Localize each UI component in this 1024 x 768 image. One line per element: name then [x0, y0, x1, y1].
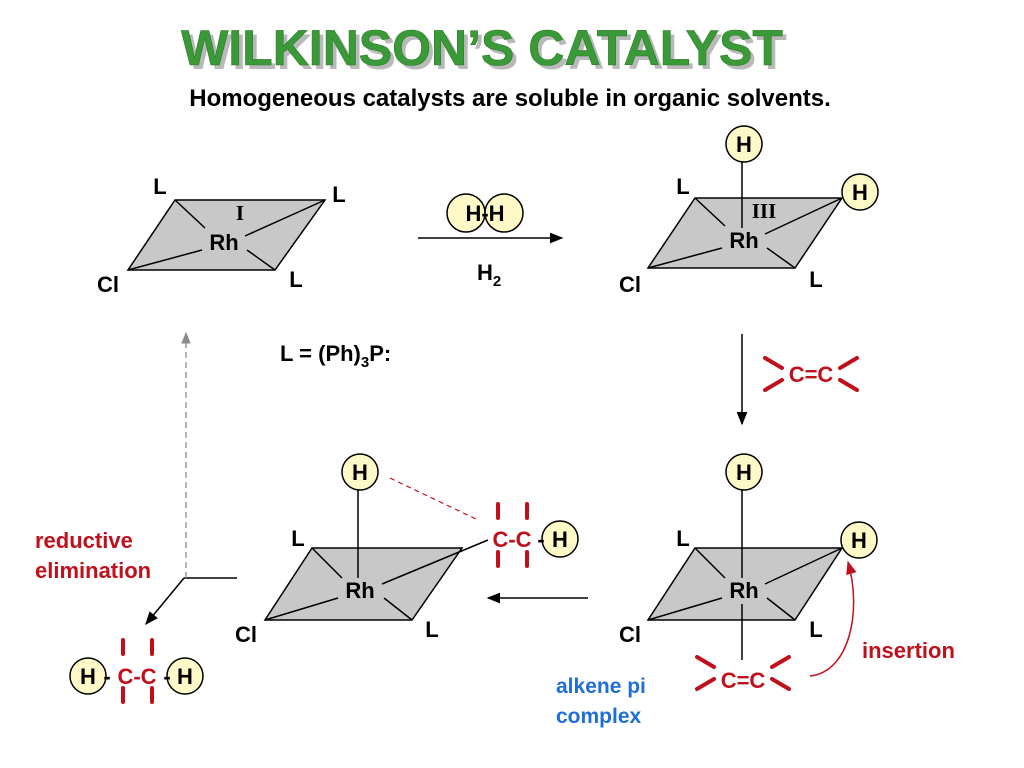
ligand-l: L	[332, 182, 345, 207]
alkene-substituent	[763, 356, 784, 370]
chloride: Cl	[97, 272, 119, 297]
hydride-h: H	[852, 180, 868, 205]
h-atom-circle	[725, 453, 763, 491]
h-atom-circle	[166, 657, 204, 695]
hydride-h: H	[736, 460, 752, 485]
bond-cl	[647, 247, 723, 269]
reductive-elimination-line1: reductive	[35, 528, 133, 553]
oxidation-state-iii: III	[752, 199, 777, 223]
hydride-h: H	[352, 460, 368, 485]
bond-l-tl	[694, 197, 726, 227]
h-h-molecule: H-H	[465, 201, 504, 226]
rh-atom: Rh	[209, 230, 238, 255]
ligand-l: L	[425, 617, 438, 642]
bond-alkyl	[381, 539, 489, 585]
ligand-l: L	[153, 174, 166, 199]
oxidation-state-i: I	[236, 201, 244, 225]
bond-cl	[264, 597, 339, 621]
alkene-substituent	[695, 677, 716, 691]
bond-l-tl	[311, 547, 343, 579]
complex-alkene-pi: Rh H H L L Cl C=C	[619, 453, 878, 693]
insertion-arrow	[809, 560, 857, 677]
h-atom-circle	[69, 657, 107, 695]
ligand-l: L	[676, 526, 689, 551]
chloride: Cl	[619, 272, 641, 297]
alkene-substituent	[763, 378, 784, 392]
alkyl-bond-dash: -	[537, 527, 544, 552]
ligand-definition: L = (Ph)3P:	[280, 341, 391, 371]
bond-h-eq	[764, 197, 843, 235]
alkene-substituent	[695, 655, 716, 669]
alkene-label: C=C	[789, 362, 834, 387]
product-h-left: H	[80, 664, 96, 689]
bond-cl	[647, 597, 723, 621]
complex-rh-i: Rh I L L L Cl	[97, 174, 346, 297]
chloride: Cl	[619, 622, 641, 647]
product-cc: C-C	[117, 664, 156, 689]
product-alkane: H - C-C - H	[69, 638, 204, 704]
alkene-reagent: C=C	[763, 356, 859, 392]
ligand-l: L	[291, 526, 304, 551]
insertion-label: insertion	[862, 638, 955, 663]
pi-complex-label-line2: complex	[556, 705, 642, 728]
bound-alkene-label: C=C	[721, 668, 766, 693]
complex-rh-iii: Rh III H H L L Cl	[619, 125, 879, 297]
alkyl-h: H	[552, 527, 568, 552]
h-atom-circle	[840, 521, 878, 559]
ligand-l: L	[809, 267, 822, 292]
arrow-product	[145, 577, 185, 626]
product-h-right: H	[177, 664, 193, 689]
bond-l-tl	[174, 199, 206, 229]
h-atom-circle	[341, 453, 379, 491]
h2-reagent: H-H	[446, 193, 524, 233]
bond-l-br	[766, 247, 796, 269]
subtitle: Homogeneous catalysts are soluble in org…	[189, 85, 831, 112]
product-bond-dash: -	[163, 664, 170, 689]
bond-l-br	[246, 249, 276, 271]
title-shadow: WILKINSON’S CATALYST	[185, 24, 787, 80]
reductive-elimination-line2: elimination	[35, 558, 151, 583]
h-atom-circle	[841, 173, 879, 211]
rh-atom: Rh	[729, 578, 758, 603]
product-bond-dash: -	[103, 664, 110, 689]
alkyl-cc-fragment: C-C	[492, 527, 531, 552]
alkene-substituent	[838, 356, 859, 370]
elimination-dashed-line	[389, 477, 479, 521]
title-group: WILKINSON’S CATALYST WILKINSON’S CATALYS…	[181, 20, 787, 80]
alkene-substituent	[838, 378, 859, 392]
hydride-h: H	[851, 528, 867, 553]
h-atom-circle	[725, 125, 763, 163]
ligand-l: L	[676, 174, 689, 199]
bond-l-br	[766, 597, 796, 621]
complex-alkyl-hydride: Rh H L L Cl C-C - H	[235, 453, 579, 647]
rh-atom: Rh	[345, 578, 374, 603]
chloride: Cl	[235, 622, 257, 647]
alkene-substituent	[770, 677, 791, 691]
bond-h-eq	[764, 547, 843, 585]
ligand-l: L	[289, 267, 302, 292]
bond-l-tl	[694, 547, 726, 579]
bond-l-tr	[244, 199, 326, 237]
h-atom-circle	[484, 193, 524, 233]
ligand-l: L	[809, 617, 822, 642]
pi-complex-label-line1: alkene pi	[556, 675, 646, 698]
h-atom-circle	[541, 520, 579, 558]
hydride-h: H	[736, 132, 752, 157]
rh-atom: Rh	[729, 228, 758, 253]
page-title: WILKINSON’S CATALYST	[181, 20, 783, 76]
h2-label: H2	[477, 260, 501, 290]
bond-l-br	[383, 597, 413, 621]
bond-cl	[127, 249, 203, 271]
alkene-substituent	[770, 655, 791, 669]
